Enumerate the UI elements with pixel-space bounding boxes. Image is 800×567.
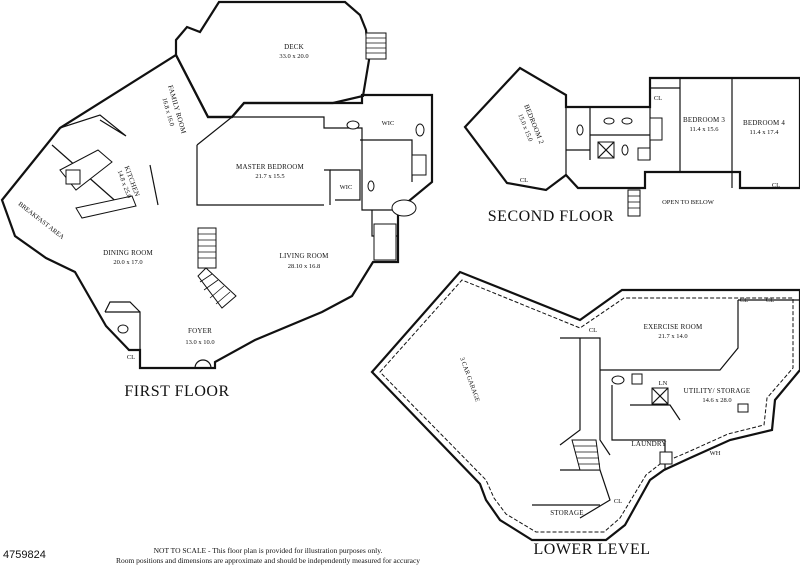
entry-door bbox=[194, 359, 212, 369]
utility-storage-dims: 14.6 x 28.0 bbox=[702, 397, 731, 404]
garage-label: 3 CAR GARAGE bbox=[458, 356, 481, 403]
foyer-label: FOYER bbox=[188, 327, 212, 335]
living-room-label: LIVING ROOM bbox=[279, 252, 329, 260]
storage-label: STORAGE bbox=[550, 509, 584, 517]
lower-level-stairs bbox=[571, 439, 601, 471]
lower-level-fixtures bbox=[611, 373, 749, 465]
lower-level-outline-inner bbox=[379, 279, 794, 533]
second-floor-bath-fixtures bbox=[576, 117, 663, 161]
water-heater-label: WH bbox=[710, 450, 721, 457]
deck-outline bbox=[174, 0, 371, 119]
bedroom-4-label: BEDROOM 4 bbox=[743, 119, 785, 127]
second-floor-stairs bbox=[627, 189, 641, 217]
dining-room-dims: 20.0 x 17.0 bbox=[113, 259, 142, 266]
first-floor-bath-fixtures bbox=[117, 120, 427, 334]
first-floor-stairs bbox=[197, 227, 237, 309]
dining-room-label: DINING ROOM bbox=[103, 249, 153, 257]
listing-id: 4759824 bbox=[3, 549, 46, 561]
second-floor-closet-label-3: CL bbox=[772, 182, 780, 189]
lower-closet-label-3: CL bbox=[766, 297, 774, 304]
first-floor-interior-walls bbox=[51, 102, 413, 350]
living-room-dims: 28.10 x 16.8 bbox=[288, 263, 321, 270]
bedroom-3-dims: 11.4 x 15.6 bbox=[689, 126, 719, 133]
disclaimer-line-1: NOT TO SCALE - This floor plan is provid… bbox=[154, 546, 383, 555]
second-floor-title: SECOND FLOOR bbox=[488, 208, 614, 225]
lower-level-outline bbox=[370, 270, 800, 542]
disclaimer-line-2: Room positions and dimensions are approx… bbox=[116, 556, 420, 565]
wic-label-2: WIC bbox=[340, 184, 353, 191]
breakfast-area-label: BREAKFAST AREA bbox=[17, 201, 66, 241]
deck-stairs bbox=[365, 32, 387, 60]
second-floor-closet-label-1: CL bbox=[520, 177, 528, 184]
linen-closet-label: LN bbox=[659, 380, 668, 387]
lower-level-title: LOWER LEVEL bbox=[533, 541, 650, 558]
exercise-room-dims: 21.7 x 14.0 bbox=[658, 333, 687, 340]
bedroom-3-label: BEDROOM 3 bbox=[683, 116, 725, 124]
lower-level-plan: 3 CAR GARAGE EXERCISE ROOM 21.7 x 14.0 U… bbox=[370, 270, 800, 558]
master-bedroom-dims: 21.7 x 15.5 bbox=[255, 173, 284, 180]
utility-storage-label: UTILITY/ STORAGE bbox=[684, 387, 751, 395]
exercise-room-label: EXERCISE ROOM bbox=[644, 323, 703, 331]
bedroom-4-dims: 11.4 x 17.4 bbox=[749, 129, 779, 136]
second-floor-outline bbox=[463, 66, 800, 192]
second-floor-closet-label-2: CL bbox=[654, 95, 662, 102]
first-floor-outline bbox=[0, 53, 434, 370]
deck-dims: 33.0 x 20.0 bbox=[279, 53, 308, 60]
first-floor-plan: DECK 33.0 x 20.0 FAMILY ROOM 16.8 x 16.0… bbox=[0, 0, 434, 400]
laundry-label: LAUNDRY bbox=[631, 440, 666, 448]
lower-closet-label-4: CL bbox=[614, 498, 622, 505]
first-floor-title: FIRST FLOOR bbox=[124, 383, 229, 400]
master-bedroom-label: MASTER BEDROOM bbox=[236, 163, 305, 171]
lower-closet-label-1: CL bbox=[589, 327, 597, 334]
open-to-below-label: OPEN TO BELOW bbox=[662, 199, 715, 206]
fireplace bbox=[373, 223, 397, 261]
deck-label: DECK bbox=[284, 43, 304, 51]
wic-label-1: WIC bbox=[382, 120, 395, 127]
kitchen-island bbox=[59, 114, 137, 219]
first-floor-closet-label: CL bbox=[127, 354, 135, 361]
second-floor-plan: BEDROOM 2 15.0 x 15.0 BEDROOM 3 11.4 x 1… bbox=[463, 66, 800, 225]
lower-closet-label-2: CL bbox=[740, 297, 748, 304]
foyer-dims: 13.0 x 10.0 bbox=[185, 339, 214, 346]
